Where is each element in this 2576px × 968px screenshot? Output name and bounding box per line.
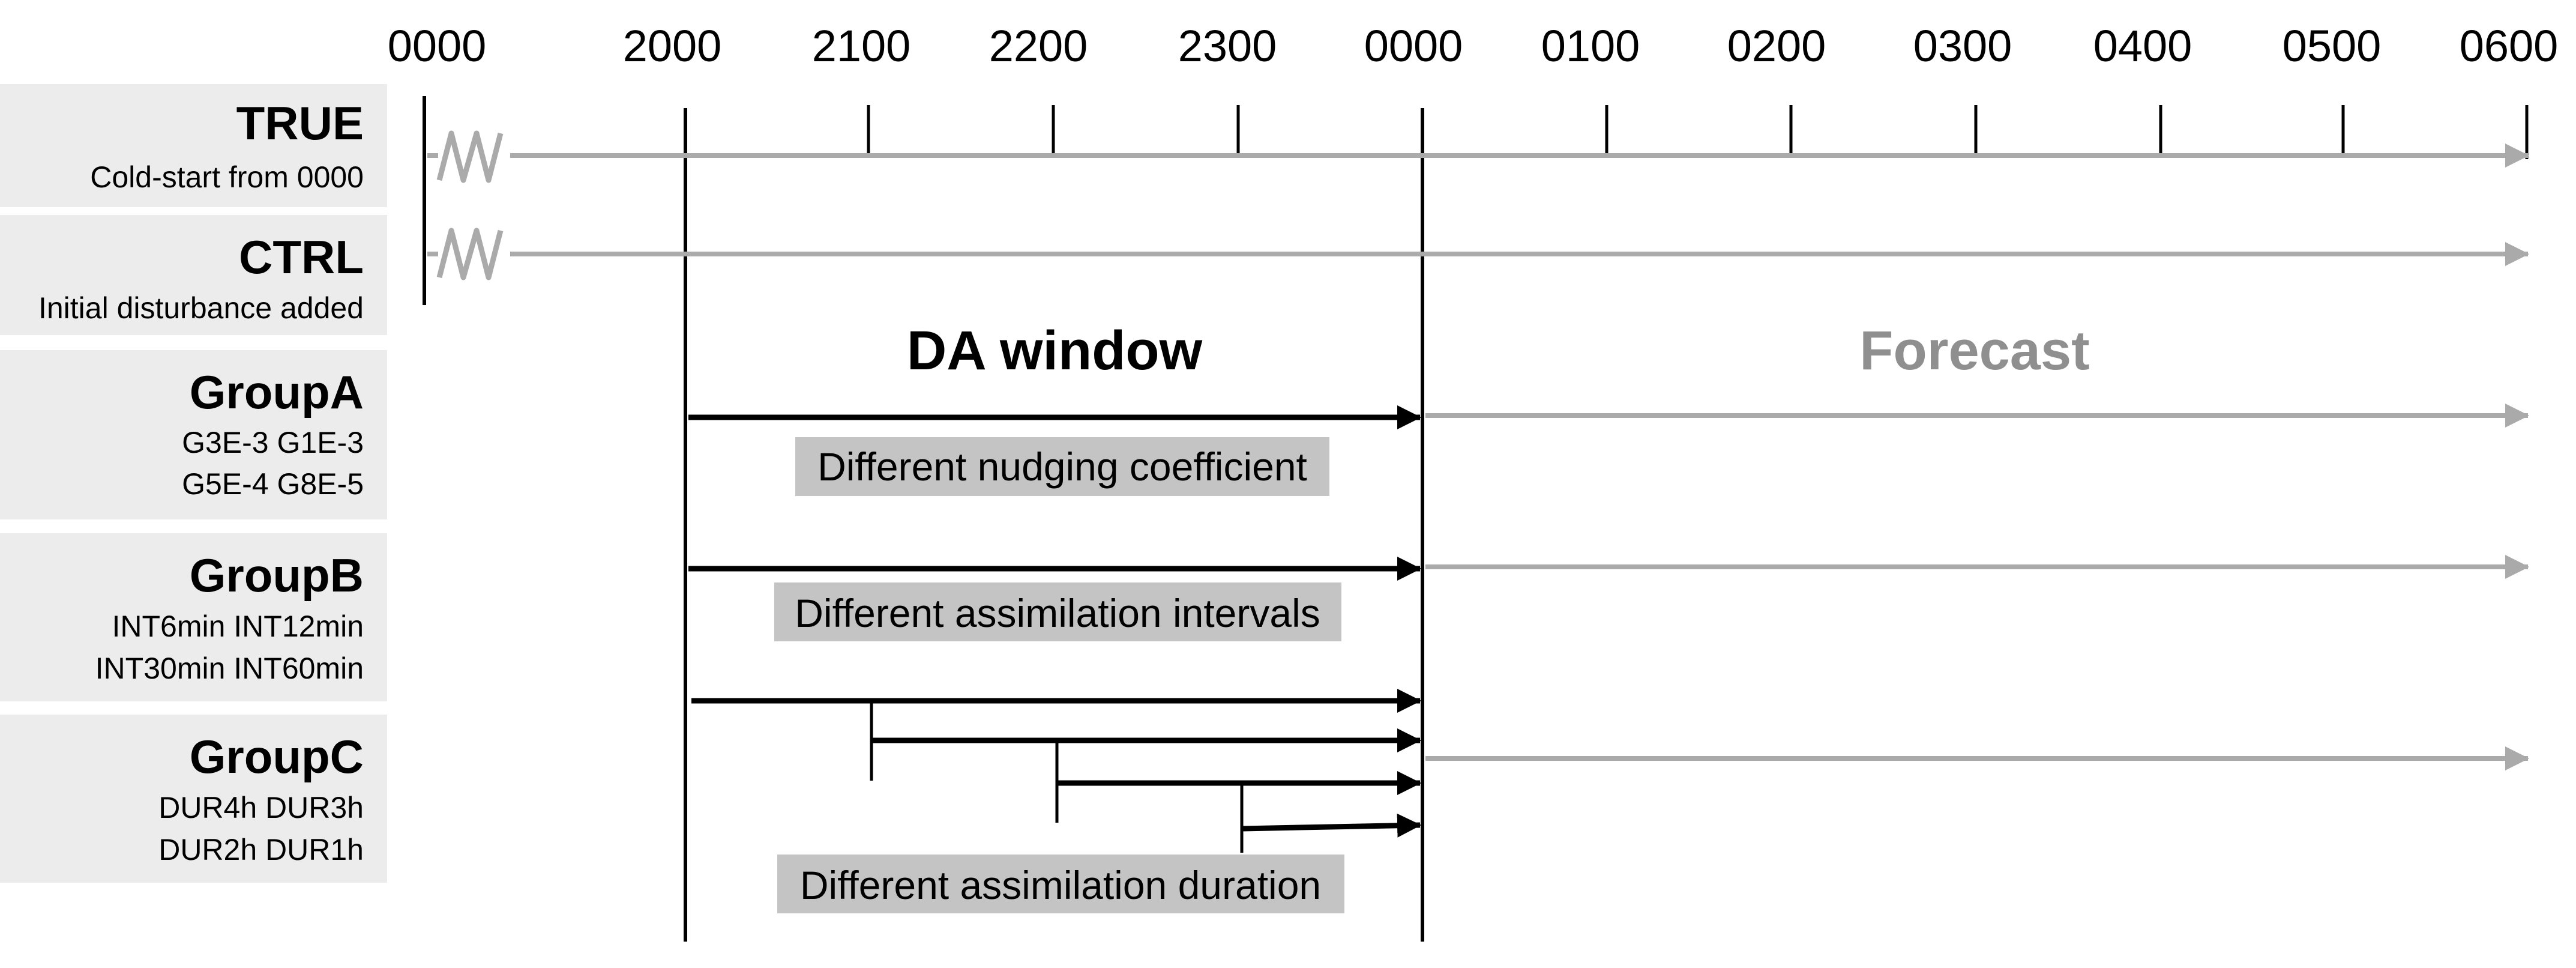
row-title: CTRL [239,231,364,283]
groupb-note: Different assimilation intervals [795,591,1320,635]
row-subtitle: Initial disturbance added [38,291,364,325]
row-label-groupa: GroupA G3E-3 G1E-3 G5E-4 G8E-5 [0,350,387,519]
row-subtitle: G3E-3 G1E-3 [182,426,364,459]
row-label-groupb: GroupB INT6min INT12min INT30min INT60mi… [0,533,387,701]
break-mark-icon [436,228,504,280]
da-window-heading: DA window [907,320,1203,381]
tick-label: 0400 [2093,21,2192,71]
row-title: TRUE [236,97,364,150]
groupb-arrows: Different assimilation intervals [688,555,2529,641]
row-label-groupc: GroupC DUR4h DUR3h DUR2h DUR1h [0,715,387,883]
row-subtitle: DUR4h DUR3h [158,791,364,824]
row-subtitle: Cold-start from 0000 [90,160,364,194]
row-label-background [0,715,387,883]
row-label-background [0,533,387,701]
row-label-background [0,350,387,519]
tick-label: 2000 [623,21,722,71]
row-label-background [0,215,387,335]
row-labels: TRUE Cold-start from 0000 CTRL Initial d… [0,84,387,883]
tick-label: 0000 [388,21,487,71]
ctrl-timeline-arrow [427,228,2529,280]
note-background [774,582,1341,641]
row-title: GroupC [190,730,364,783]
tick-label: 0500 [2283,21,2382,71]
tick-label: 0000 [1364,21,1463,71]
true-timeline-arrow [427,130,2529,183]
groupc-dur1h-arrow [1241,813,1421,838]
row-label-ctrl: CTRL Initial disturbance added [0,215,387,335]
break-mark-icon [436,130,504,183]
row-subtitle: G5E-4 G8E-5 [182,467,364,501]
axis-tick-marks [867,105,2529,159]
forecast-heading: Forecast [1859,320,2090,381]
tick-label: 0100 [1541,21,1640,71]
note-background [795,437,1329,496]
row-label-true: TRUE Cold-start from 0000 [0,84,387,207]
row-subtitle: INT6min INT12min [112,610,364,643]
groupa-note: Different nudging coefficient [817,444,1307,489]
tick-label: 0200 [1727,21,1826,71]
row-title: GroupB [190,549,364,602]
groupc-note: Different assimilation duration [800,863,1321,907]
tick-label: 2100 [812,21,911,71]
tick-label: 2300 [1178,21,1277,71]
groupa-arrows: Different nudging coefficient [688,404,2529,496]
row-label-background [0,84,387,207]
timeline-tick-labels: 0000 2000 2100 2200 2300 0000 0100 0200 … [388,21,2559,71]
note-background [777,855,1344,913]
tick-label: 2200 [989,21,1088,71]
vertical-reference-lines [423,96,1424,942]
groupc-arrows: Different assimilation duration [691,689,2529,913]
row-title: GroupA [190,366,364,419]
row-subtitle: DUR2h DUR1h [158,833,364,867]
tick-label: 0600 [2460,21,2559,71]
tick-label: 0300 [1913,21,2012,71]
row-subtitle: INT30min INT60min [95,652,364,685]
